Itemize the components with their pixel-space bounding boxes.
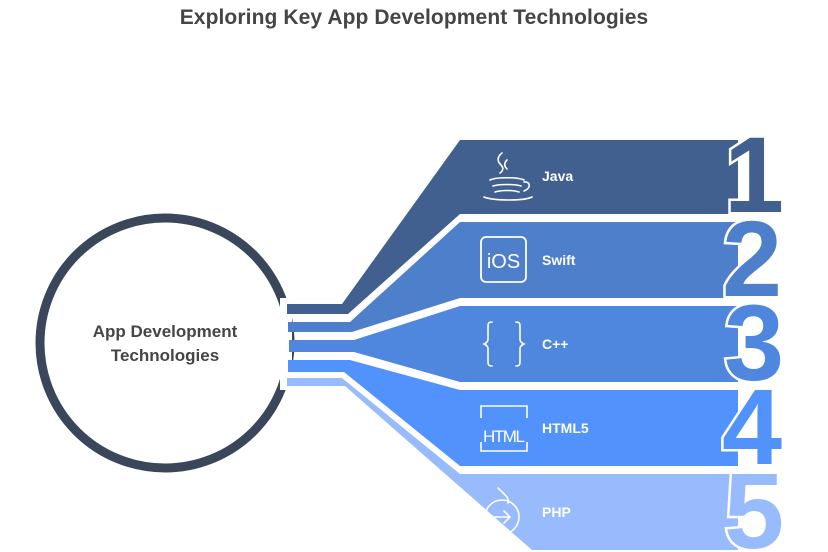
curly-braces-icon: [482, 321, 526, 367]
label-php: PHP: [542, 504, 571, 520]
page-title: Exploring Key App Development Technologi…: [179, 6, 649, 29]
number-3: 3: [724, 282, 784, 403]
label-swift: Swift: [542, 252, 576, 268]
band-cpp: 3: [284, 280, 787, 406]
number-4: 4: [722, 366, 782, 487]
label-java: Java: [542, 168, 574, 184]
svg-text:HTML: HTML: [483, 427, 525, 446]
label-cpp: C++: [542, 336, 569, 352]
band-java: 1: [284, 112, 787, 314]
number-2: 2: [722, 198, 782, 319]
band-html5: 4: [284, 360, 785, 490]
ios-badge-icon: iOS: [480, 236, 527, 283]
label-html5: HTML5: [542, 420, 589, 436]
hub-label-line1: App Development: [92, 322, 238, 341]
hub-label: App Development Technologies: [60, 320, 270, 368]
circle-arrow-icon: [484, 487, 520, 535]
html-badge-icon: HTML: [480, 405, 528, 452]
svg-text:iOS: iOS: [487, 251, 520, 273]
hub-label-line2: Technologies: [110, 346, 220, 365]
number-1: 1: [724, 114, 784, 235]
java-coffee-cup-icon: [483, 152, 533, 201]
band-swift: 2: [286, 196, 785, 332]
